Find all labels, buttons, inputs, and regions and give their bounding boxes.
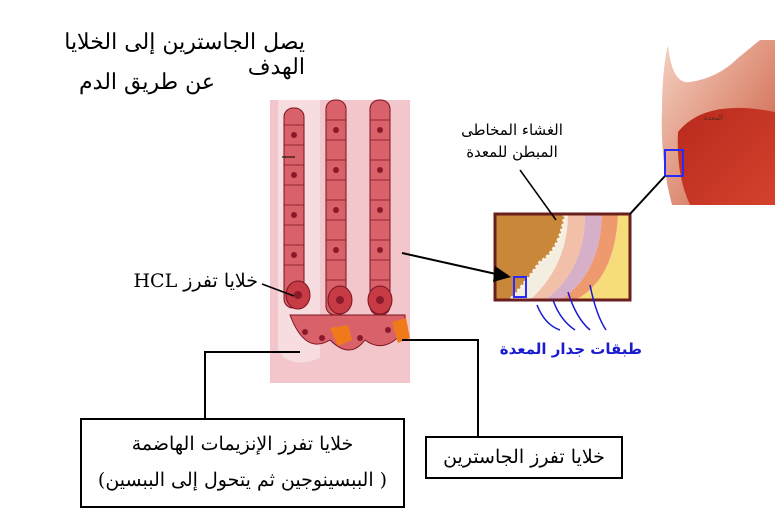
hcl-cells-label: خلايا تفرز HCL (133, 270, 258, 292)
gastric-gland-illustration (270, 99, 410, 383)
layer-yellow (575, 214, 630, 300)
gastrin-connector (402, 339, 479, 438)
mucosa-label-line-2: المبطن للمعدة (466, 143, 558, 161)
mucosa-label-line-1: الغشاء المخاطى (461, 121, 563, 139)
arrow-head (493, 266, 511, 282)
base-nuclei (302, 327, 391, 341)
hcl-pointer-line (261, 283, 295, 297)
cell-dividers (284, 119, 390, 281)
wall-layers-inset (493, 212, 632, 302)
inset-highlight-box (513, 276, 527, 298)
stomach-small-label: المعدة (704, 114, 723, 122)
g-cell-right (392, 318, 410, 343)
layer-mauve (545, 214, 602, 300)
g-cell-left (330, 325, 352, 346)
title-line-2: عن طريق الدم (79, 70, 215, 95)
layer-peach (530, 214, 585, 300)
cell-nuclei (291, 127, 383, 258)
gastrin-box: خلايا تفرز الجاسترين (425, 436, 623, 479)
enzymes-box: خلايا تفرز الإنزيمات الهاضمة ( الببسينوج… (80, 418, 405, 508)
parietal-cells (285, 280, 393, 315)
layer-salmon (560, 214, 618, 300)
stomach-highlight-box (664, 149, 684, 177)
stomach-illustration: المعدة (661, 40, 775, 205)
mucosa-layer (495, 214, 565, 300)
mucosa-pointer-line (519, 169, 557, 221)
inset-frame (493, 212, 632, 302)
inset-to-stomach-line (629, 175, 666, 215)
enzymes-box-line-1: خلايا تفرز الإنزيمات الهاضمة (131, 433, 354, 455)
enzymes-box-line-2: ( الببسينوجين ثم يتحول إلى الببسين) (97, 469, 388, 491)
connector-lines (204, 169, 666, 438)
layer-pointer-lines (536, 284, 607, 331)
gland-to-inset-arrow (401, 252, 506, 277)
title-line-1: يصل الجاسترين إلى الخلايا الهدف (64, 30, 305, 80)
wall-layers-label: طبقات جدار المعدة (499, 340, 642, 358)
enzyme-connector (204, 351, 300, 420)
mucosa-folds (508, 213, 567, 302)
